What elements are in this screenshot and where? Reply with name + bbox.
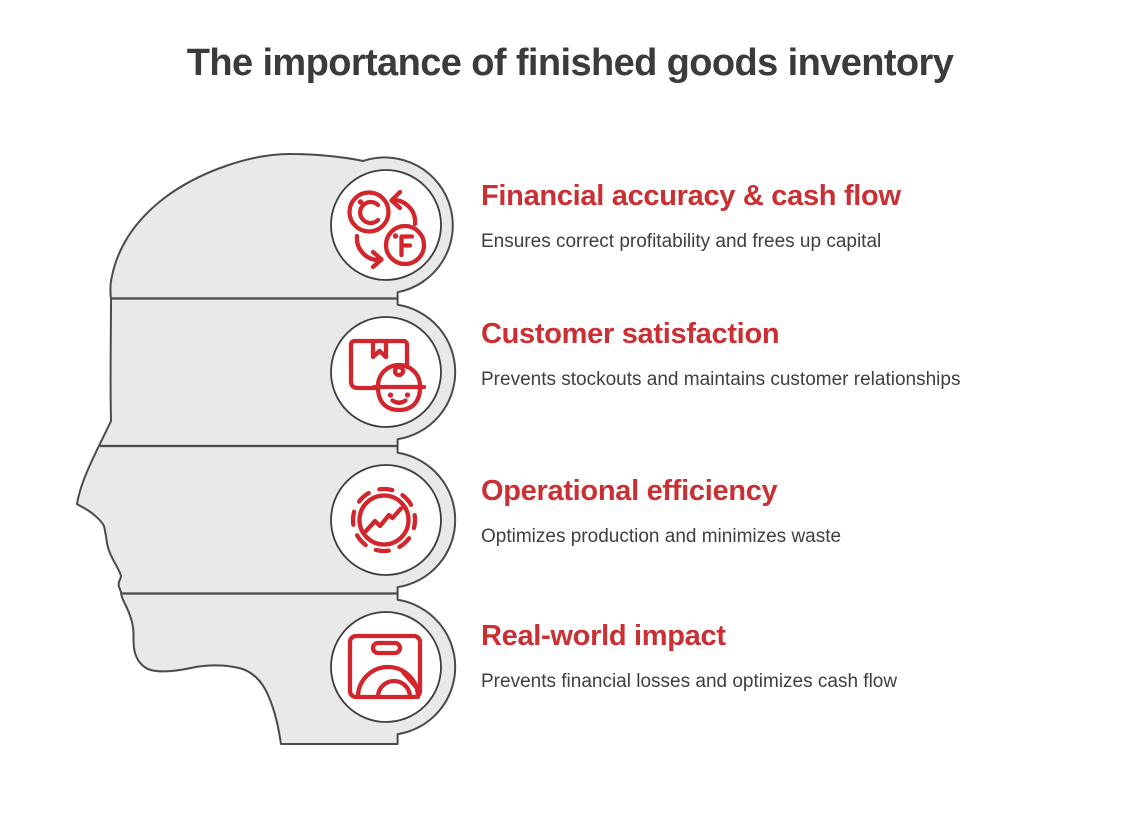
weighing-scale-icon [347,633,423,700]
package-courier-icon [348,338,427,413]
section-description: Prevents financial losses and optimizes … [481,671,898,693]
section-heading: Customer satisfaction [481,318,780,350]
section-customer-satisfaction: Customer satisfaction Prevents stockouts… [481,318,1026,394]
gear-trend-icon [350,486,418,554]
head-figure [0,0,470,824]
head-silhouette [76,152,457,745]
section-heading: Real-world impact [481,620,726,652]
section-description: Prevents stockouts and maintains custome… [481,369,961,391]
head-silhouette-svg [76,152,457,745]
section-financial-accuracy: Financial accuracy & cash flow Ensures c… [481,180,1026,256]
page-title: The importance of finished goods invento… [186,42,954,84]
section-heading: Operational efficiency [481,475,778,507]
temperature-conversion-icon [347,189,427,270]
section-description: Optimizes production and minimizes waste [481,526,842,548]
section-operational-efficiency: Operational efficiency Optimizes product… [481,475,1026,551]
section-real-world-impact: Real-world impact Prevents financial los… [481,620,1026,696]
section-description: Ensures correct profitability and frees … [481,231,882,253]
section-heading: Financial accuracy & cash flow [481,180,901,212]
